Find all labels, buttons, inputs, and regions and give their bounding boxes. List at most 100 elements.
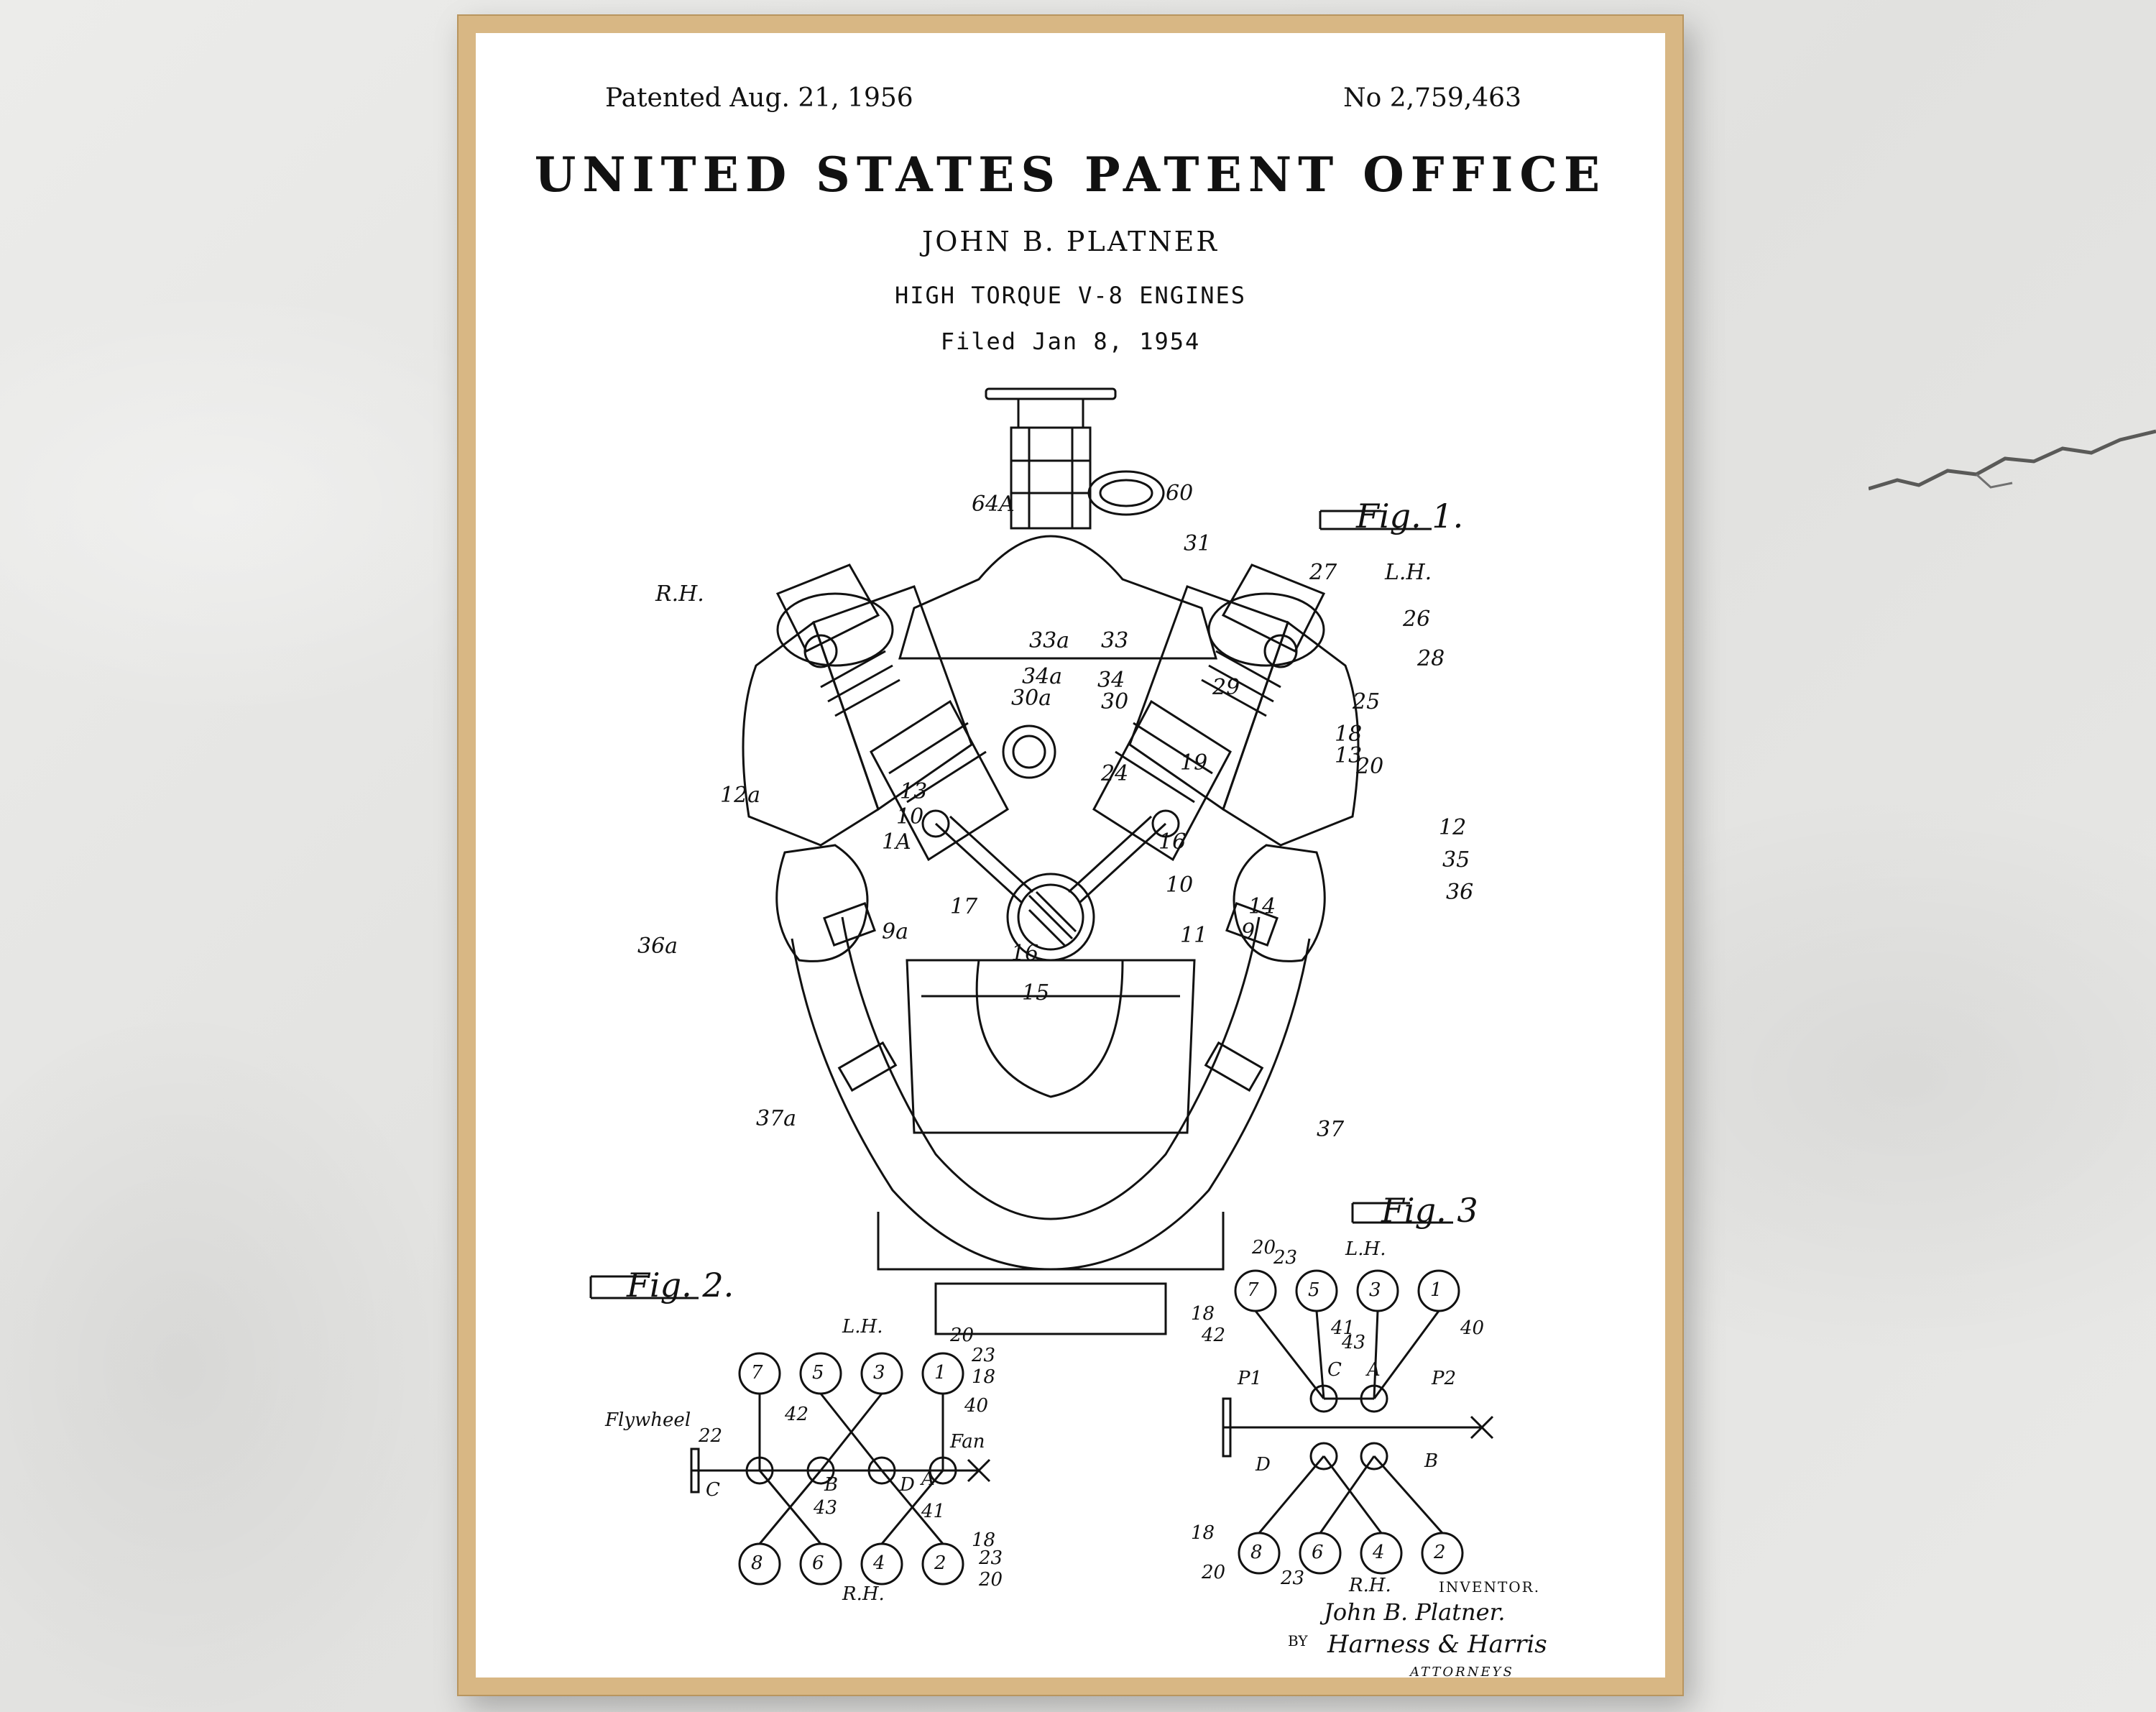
wall-crack xyxy=(1869,429,2156,491)
fig2-diagram xyxy=(690,1352,991,1586)
fig2-cyl-8: 8 xyxy=(751,1552,763,1574)
fig3-18: 18 xyxy=(1191,1303,1215,1325)
label-12a: 12a xyxy=(720,783,760,808)
fig3-lh: L.H. xyxy=(1345,1238,1386,1260)
label-36a: 36a xyxy=(637,934,678,959)
fig2-43: 43 xyxy=(813,1497,837,1519)
fig2-cyl-4: 4 xyxy=(872,1552,885,1574)
patented-date: Patented Aug. 21, 1956 xyxy=(605,83,913,113)
fig2-18b: 18 xyxy=(972,1529,995,1551)
label-31: 31 xyxy=(1184,531,1211,556)
fig3-cyl-1: 1 xyxy=(1430,1279,1442,1301)
fig3-cyl-3: 3 xyxy=(1369,1279,1381,1301)
label-25: 25 xyxy=(1352,689,1380,714)
fig3-c: C xyxy=(1327,1359,1342,1381)
fig2-41: 41 xyxy=(921,1501,945,1522)
label-20: 20 xyxy=(1355,754,1383,779)
label-33: 33 xyxy=(1101,628,1128,653)
label-12: 12 xyxy=(1439,815,1466,840)
fig3-23b: 23 xyxy=(1280,1568,1304,1589)
inventor-name: JOHN B. PLATNER xyxy=(921,226,1220,257)
fig2-cyl-2: 2 xyxy=(934,1552,946,1574)
label-15: 15 xyxy=(1022,980,1049,1005)
fig2-23: 23 xyxy=(971,1345,995,1366)
label-11: 11 xyxy=(1180,923,1207,948)
fig3-label: Fig. 3 xyxy=(1381,1191,1478,1230)
fig2-cyl-5: 5 xyxy=(812,1362,824,1384)
label-34: 34 xyxy=(1097,668,1125,693)
patent-drawing: Fig. 1. R.H. L.H. 64A 60 31 27 26 28 33a… xyxy=(589,387,1494,1605)
engine-illustration xyxy=(742,387,1360,1335)
label-10b: 10 xyxy=(1166,873,1193,898)
label-18: 18 xyxy=(1335,722,1362,747)
fig1-caption: Fig. 1. xyxy=(1319,497,1463,535)
fig3-d: D xyxy=(1255,1454,1271,1476)
label-13: 13 xyxy=(1335,743,1362,768)
label-26: 26 xyxy=(1402,607,1430,632)
label-35: 35 xyxy=(1442,847,1470,873)
fig2-20b: 20 xyxy=(978,1569,1003,1591)
fig2-c: C xyxy=(706,1479,720,1501)
fig3-cyl-8: 8 xyxy=(1250,1542,1263,1563)
label-27: 27 xyxy=(1309,560,1337,585)
fig2-lh: L.H. xyxy=(842,1316,883,1338)
inventor-signature: John B. Platner. xyxy=(1324,1598,1506,1626)
by-caption: BY xyxy=(1288,1632,1308,1649)
fig2-40: 40 xyxy=(964,1395,988,1417)
label-24: 24 xyxy=(1100,761,1128,786)
fig2-18: 18 xyxy=(972,1366,995,1388)
patent-number: No 2,759,463 xyxy=(1343,83,1521,113)
fig3-cyl-5: 5 xyxy=(1308,1279,1320,1301)
label-34a: 34a xyxy=(1022,664,1062,689)
fig2-rh: R.H. xyxy=(842,1583,885,1605)
fig2-caption: Fig. 2. xyxy=(589,1266,734,1304)
label-rh: R.H. xyxy=(655,581,704,607)
fig3-diagram xyxy=(1222,1269,1494,1575)
label-1a: 1A xyxy=(882,829,911,855)
fig2-flywheel: Flywheel xyxy=(604,1409,691,1431)
fig3-20b: 20 xyxy=(1201,1562,1225,1583)
label-13b: 13 xyxy=(900,779,927,804)
label-9a: 9a xyxy=(882,919,908,944)
fig2-42: 42 xyxy=(784,1404,808,1425)
fig3-cyl-7: 7 xyxy=(1247,1279,1259,1301)
fig2-label: Fig. 2. xyxy=(626,1266,734,1304)
fig3-a: A xyxy=(1365,1359,1381,1381)
fig3-23: 23 xyxy=(1273,1247,1297,1269)
fig2-fan: Fan xyxy=(949,1431,985,1453)
fig3-labels: L.H. R.H. 20 23 18 42 41 43 40 P1 P2 C A… xyxy=(1191,1237,1484,1596)
label-29: 29 xyxy=(1212,675,1240,700)
patent-poster: Patented Aug. 21, 1956 No 2,759,463 UNIT… xyxy=(476,33,1665,1680)
label-lh: L.H. xyxy=(1384,560,1432,585)
label-28: 28 xyxy=(1416,646,1445,671)
label-9: 9 xyxy=(1241,919,1255,944)
label-16: 16 xyxy=(1158,829,1186,855)
label-36: 36 xyxy=(1446,880,1473,905)
patent-subject: HIGH TORQUE V-8 ENGINES xyxy=(894,282,1247,309)
fig2-cyl-1: 1 xyxy=(934,1362,946,1384)
attorneys-caption: ATTORNEYS xyxy=(1410,1665,1514,1680)
fig3-42: 42 xyxy=(1201,1325,1225,1346)
inventor-caption: INVENTOR. xyxy=(1439,1578,1541,1596)
fig3-p2: P2 xyxy=(1431,1368,1456,1389)
fig3-cyl-6: 6 xyxy=(1312,1542,1324,1563)
fig2-20: 20 xyxy=(949,1325,974,1346)
label-64a: 64A xyxy=(972,492,1015,517)
fig3-41: 41 xyxy=(1330,1317,1355,1339)
label-17: 17 xyxy=(950,894,978,919)
fig2-cyl-3: 3 xyxy=(873,1362,885,1384)
label-37a: 37a xyxy=(756,1106,796,1131)
label-10: 10 xyxy=(896,804,923,829)
fig3-43: 43 xyxy=(1341,1332,1365,1353)
fig3-rh: R.H. xyxy=(1348,1575,1391,1596)
attorney-signature: Harness & Harris xyxy=(1327,1630,1547,1659)
fig3-cyl-2: 2 xyxy=(1433,1542,1446,1563)
label-16b: 16 xyxy=(1011,941,1038,966)
fig3-18b: 18 xyxy=(1191,1522,1215,1544)
fig1-label: Fig. 1. xyxy=(1355,497,1463,535)
page-title: UNITED STATES PATENT OFFICE xyxy=(534,147,1607,203)
fig3-caption: Fig. 3 xyxy=(1351,1191,1478,1230)
fig1-reference-labels: R.H. L.H. 64A 60 31 27 26 28 33a 33 34a … xyxy=(637,481,1473,1142)
label-37: 37 xyxy=(1317,1117,1345,1142)
label-14: 14 xyxy=(1248,894,1276,919)
